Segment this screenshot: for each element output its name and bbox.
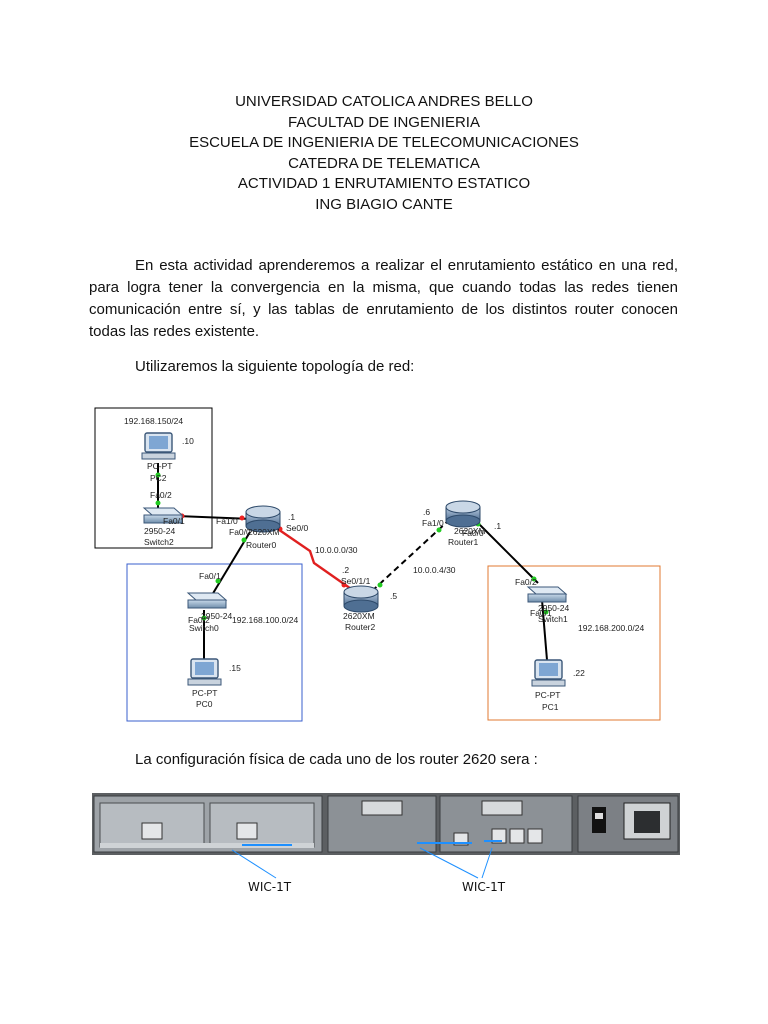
port-indicator	[201, 615, 207, 621]
document-header: UNIVERSIDAD CATOLICA ANDRES BELLO FACULT…	[0, 92, 768, 216]
router2-serial-label: Se0/1/1	[341, 576, 371, 586]
switch1-icon	[526, 586, 568, 603]
intro-paragraph: En esta actividad aprenderemos a realiza…	[89, 257, 678, 340]
pc0-name-label: PC0	[196, 699, 213, 709]
router0-model-label: 2620XM	[248, 527, 280, 537]
router-2620-hardware-image	[92, 793, 680, 855]
router0-fa0-label: Fa0/0	[229, 527, 251, 537]
switch0-name-label: Switch0	[189, 623, 219, 633]
hardware-intro: La configuración física de cada uno de l…	[135, 751, 538, 768]
header-professor: ING BIAGIO CANTE	[315, 195, 453, 213]
pc2-lan-box	[94, 407, 213, 549]
header-university: UNIVERSIDAD CATOLICA ANDRES BELLO	[235, 93, 533, 110]
wic-label-right: WIC-1T	[462, 880, 506, 894]
pc0-icon	[187, 658, 222, 686]
router1-fa1-label: Fa1/0	[422, 518, 444, 528]
link-r0-r2-label: 10.0.0.0/30	[315, 545, 358, 555]
port-indicator	[341, 582, 347, 588]
router1-name-label: Router1	[448, 537, 479, 547]
router0-fa1-label: Fa1/0	[216, 516, 238, 526]
pc0-type-label: PC-PT	[192, 688, 218, 698]
pc1-lan-box	[487, 565, 661, 721]
header-school: ESCUELA DE INGENIERIA DE TELECOMUNICACIO…	[189, 134, 579, 152]
switch0-icon	[186, 592, 228, 609]
network-topology-diagram: 192.168.150/24 .10 PC-PT PC2 Fa0/2 Fa0/1…	[94, 407, 661, 722]
router1-host-a-label: .6	[423, 507, 430, 517]
router2-model-label: 2620XM	[343, 611, 375, 621]
switch2-icon	[142, 507, 184, 524]
port-indicator	[215, 578, 221, 584]
router0-name-label: Router0	[246, 540, 277, 550]
pc2-host-label: .10	[182, 436, 194, 446]
net-pc1-label: 192.168.200.0/24	[578, 623, 644, 633]
header-faculty: FACULTAD DE INGENIERIA	[288, 113, 480, 131]
router0-icon	[245, 505, 281, 533]
switch1-fa1-label: Fa0/1	[530, 608, 552, 618]
port-indicator	[531, 576, 537, 582]
switch2-port-label: Fa0/1	[163, 516, 185, 526]
link-r2-r1-label: 10.0.0.4/30	[413, 565, 456, 575]
port-indicator	[155, 472, 161, 478]
port-indicator	[155, 500, 161, 506]
router0-serial-label: Se0/0	[286, 523, 308, 533]
link-switch1-pc1	[541, 599, 548, 661]
link-router1-switch1	[473, 518, 539, 584]
port-indicator	[239, 515, 245, 521]
switch0-model-label: 2950-24	[201, 611, 232, 621]
pc0-host-label: .15	[229, 663, 241, 673]
pc1-host-label: .22	[573, 668, 585, 678]
router2-host-a-label: .2	[342, 565, 349, 575]
switch2-name-label: Switch2	[144, 537, 174, 547]
pc2-type-label: PC-PT	[147, 461, 173, 471]
switch0-fa1-label: Fa0/1	[199, 571, 221, 581]
pc1-name-label: PC1	[542, 702, 559, 712]
wic-callout-lines	[231, 847, 493, 879]
pc2-name-label: PC2	[150, 473, 167, 483]
pc1-type-label: PC-PT	[535, 690, 561, 700]
pc0-lan-box	[126, 563, 303, 722]
net-pc2-label: 192.168.150/24	[124, 416, 183, 426]
pc1-icon	[531, 659, 566, 687]
router1-icon	[445, 500, 481, 528]
switch1-fa2-label: Fa0/2	[515, 577, 537, 587]
router1-fa0-label: Fa0/0	[462, 528, 484, 538]
port-indicator	[377, 582, 383, 588]
switch1-model-label: 2950-24	[538, 603, 569, 613]
pc2-icon	[141, 432, 176, 460]
router0-host-label: .1	[288, 512, 295, 522]
router2-name-label: Router2	[345, 622, 376, 632]
router2-icon	[343, 585, 379, 613]
link-router0-switch0	[211, 531, 251, 596]
switch2-model-label: 2950-24	[144, 526, 175, 536]
net-pc0-label: 192.168.100.0/24	[232, 615, 298, 625]
link-router2-router1	[371, 521, 448, 592]
router2-host-b-label: .5	[390, 591, 397, 601]
port-indicator	[436, 527, 442, 533]
port-indicator	[543, 609, 549, 615]
link-switch2-router0	[176, 515, 253, 520]
pc2-port-label: Fa0/2	[150, 490, 172, 500]
switch0-fa2-label: Fa0/2	[188, 615, 210, 625]
header-chair: CATEDRA DE TELEMATICA	[288, 154, 480, 172]
topology-intro: Utilizaremos la siguiente topología de r…	[135, 358, 415, 375]
switch1-name-label: Switch1	[538, 614, 568, 624]
router1-host-b-label: .1	[494, 521, 501, 531]
port-indicator	[241, 537, 247, 543]
router1-model-label: 2620XM	[454, 526, 486, 536]
header-activity: ACTIVIDAD 1 ENRUTAMIENTO ESTATICO	[237, 175, 531, 193]
wic-label-left: WIC-1T	[248, 880, 292, 894]
serial-link-router0-router2	[271, 524, 355, 592]
